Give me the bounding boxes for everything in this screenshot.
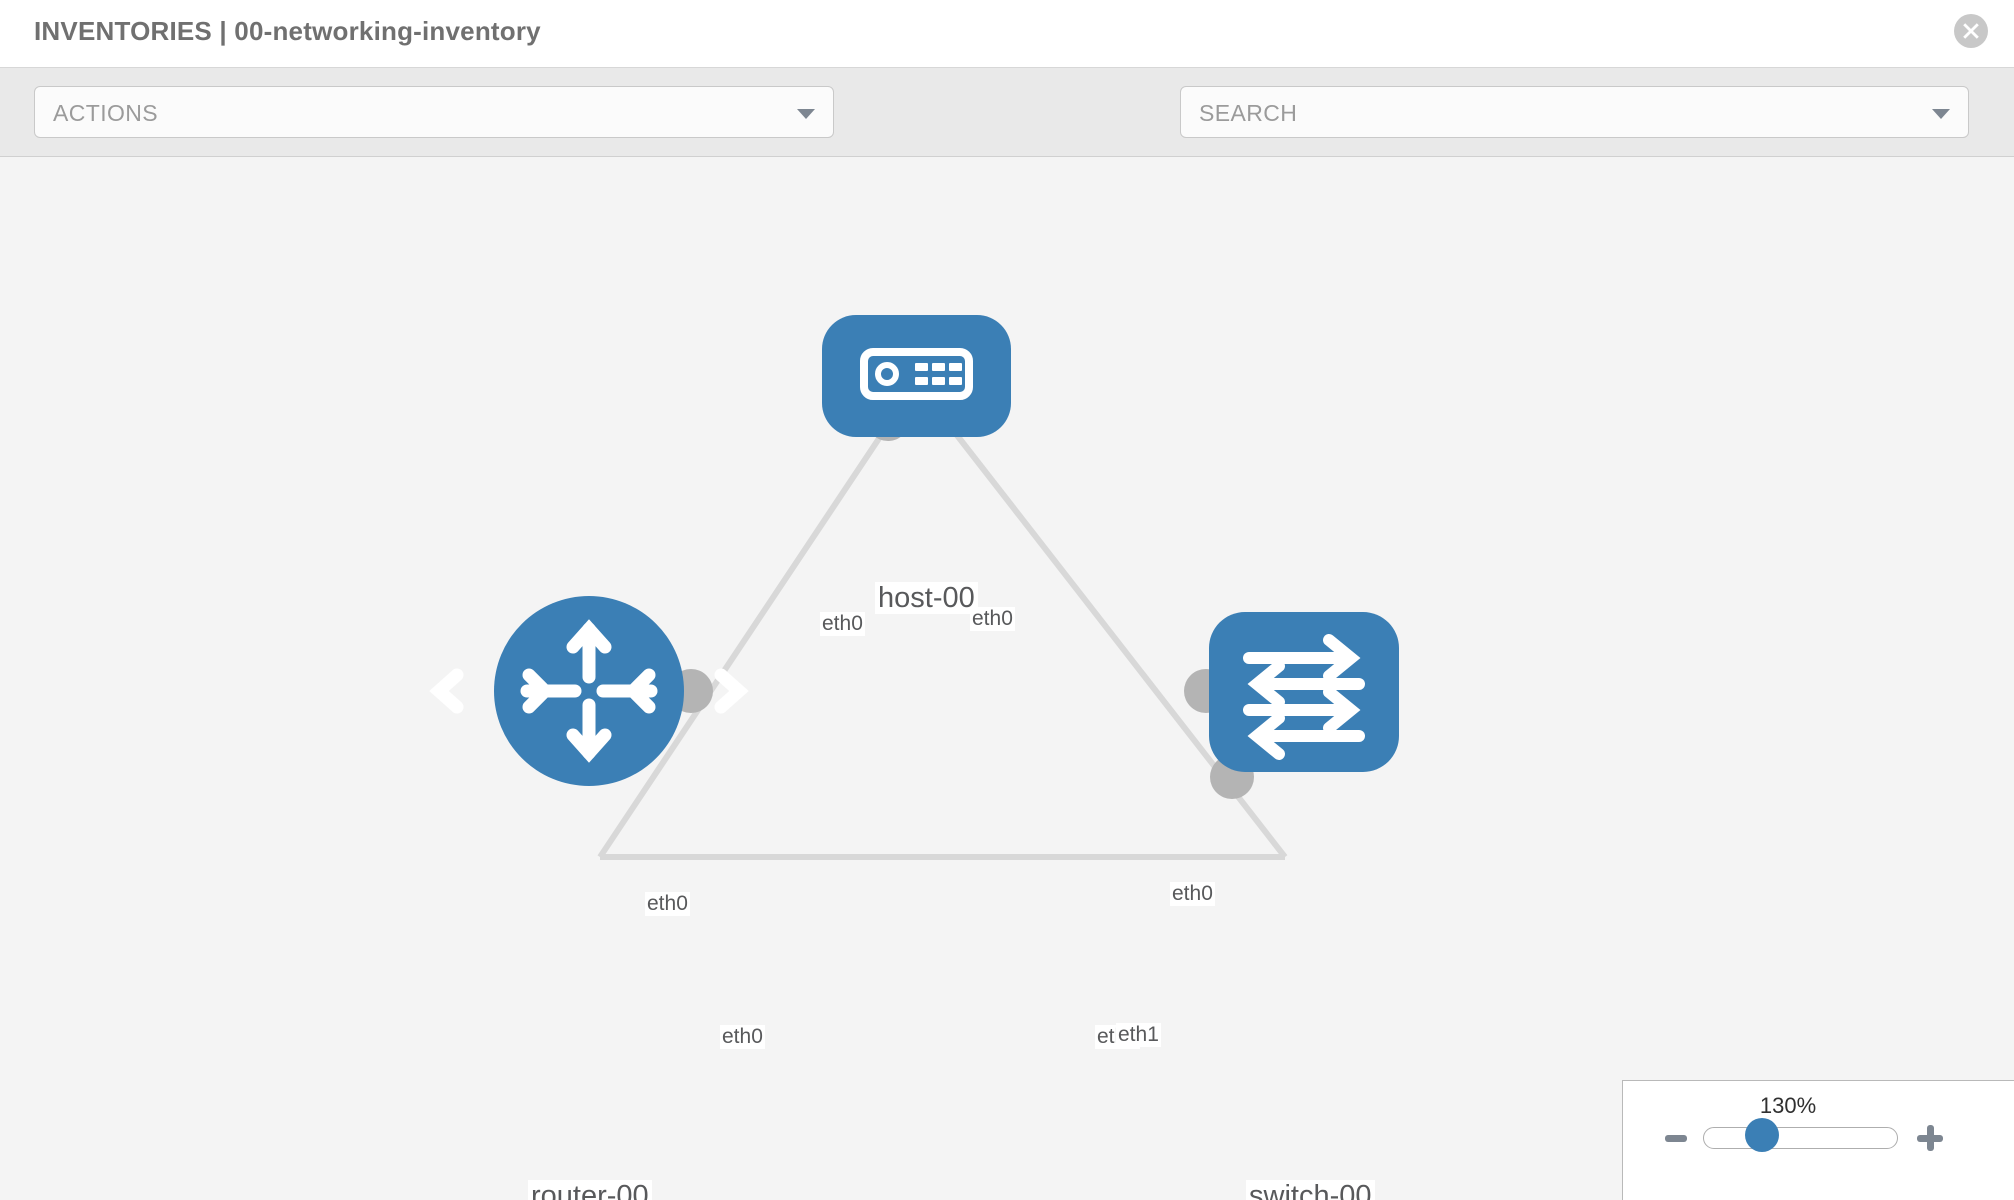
chevron-down-icon[interactable] [1932, 109, 1950, 119]
interface-label-eth0: eth0 [1170, 882, 1215, 907]
interface-label-eth0: eth0 [970, 607, 1015, 632]
link-edges [597, 405, 1288, 860]
actions-dropdown-label: ACTIONS [53, 100, 159, 126]
interface-label-eth0: eth0 [720, 1025, 765, 1050]
interface-label-eth0: eth0 [820, 612, 865, 637]
interface-label-eth0: eth0 [645, 892, 690, 917]
interface-label-eth1: eth1 [1116, 1023, 1161, 1048]
page-header: INVENTORIES | 00-networking-inventory [0, 0, 2014, 68]
zoom-out-button[interactable] [1665, 1135, 1687, 1142]
zoom-slider-thumb[interactable] [1745, 1118, 1779, 1152]
zoom-slider[interactable] [1703, 1127, 1898, 1149]
node-label-switch: switch-00 [1246, 1180, 1375, 1200]
search-input[interactable]: SEARCH [1180, 86, 1969, 138]
topology-canvas[interactable]: host-00 router-00 switch-00 eth0 eth0 et… [0, 157, 2014, 1200]
actions-dropdown[interactable]: ACTIONS [34, 86, 834, 138]
page-title: INVENTORIES | 00-networking-inventory [34, 16, 541, 46]
node-switch-00 [1209, 612, 1399, 772]
zoom-in-button[interactable] [1917, 1125, 1943, 1151]
node-label-host: host-00 [875, 582, 978, 615]
search-input-value: SEARCH [1199, 100, 1298, 126]
zoom-control-panel: 130% [1622, 1080, 2014, 1200]
node-router-00 [429, 596, 749, 786]
node-label-router: router-00 [528, 1180, 652, 1200]
link-host-router [597, 405, 903, 859]
close-icon[interactable] [1954, 14, 1988, 48]
topology-graph [429, 315, 1399, 860]
zoom-level-value: 130% [1759, 1093, 1817, 1118]
toolbar: ACTIONS SEARCH [0, 68, 2014, 198]
node-host-00 [822, 315, 1011, 437]
chevron-down-icon [797, 109, 815, 119]
